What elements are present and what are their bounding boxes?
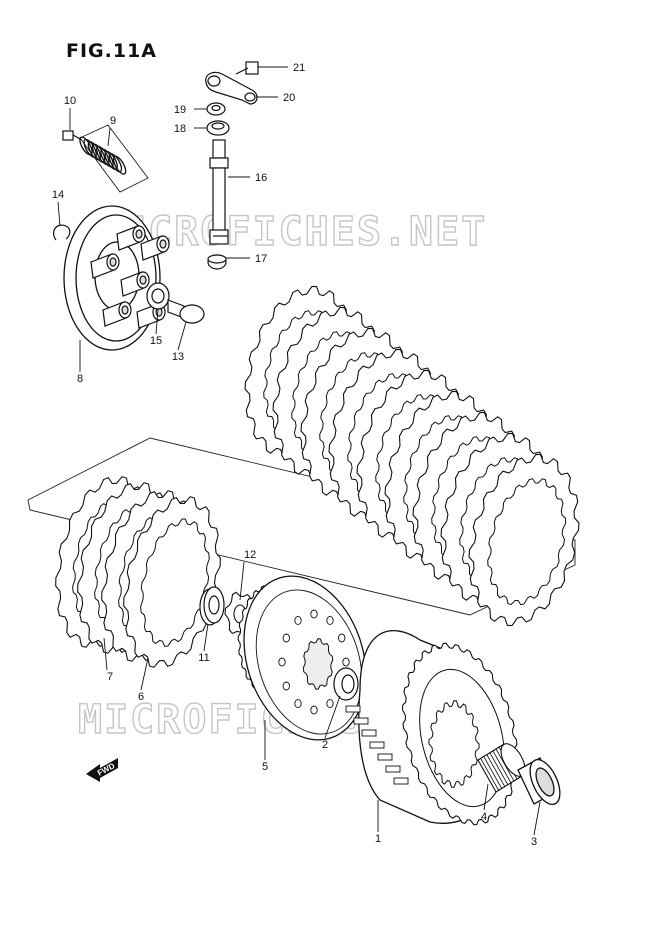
clutch-sleeve-hub bbox=[237, 575, 367, 741]
plate-stack bbox=[244, 285, 580, 627]
leader-line bbox=[57, 201, 61, 227]
callout-number: 19 bbox=[174, 104, 186, 116]
friction-plate bbox=[123, 496, 221, 668]
figure-title: FIG.11A bbox=[66, 40, 158, 62]
spacer bbox=[517, 757, 561, 805]
callout-number: 8 bbox=[77, 373, 83, 385]
fwd-arrow-icon: FWD bbox=[86, 758, 118, 782]
callout-drive-plate: 6 bbox=[138, 657, 149, 703]
callout-release-bearing: 15 bbox=[150, 308, 162, 347]
lower-plate-group bbox=[55, 476, 221, 668]
callout-oil-seal: 18 bbox=[174, 123, 207, 135]
callout-clutch-spring: 9 bbox=[107, 115, 116, 147]
callout-number: 6 bbox=[138, 691, 144, 703]
callout-release-shaft: 16 bbox=[228, 172, 267, 184]
release-bearing bbox=[146, 282, 170, 310]
callout-spring-bolt: 10 bbox=[64, 95, 76, 130]
callout-circlip: 14 bbox=[52, 189, 64, 227]
callout-hub-nut: 11 bbox=[198, 623, 210, 664]
callout-washer: 19 bbox=[174, 104, 207, 116]
callout-number: 15 bbox=[150, 335, 162, 347]
oil-seal bbox=[206, 120, 230, 136]
spring-bolt bbox=[62, 130, 83, 141]
plate-set-box bbox=[27, 437, 576, 616]
callout-spacer: 3 bbox=[531, 801, 541, 848]
leader-line bbox=[155, 308, 159, 335]
leader-line bbox=[107, 127, 111, 147]
release-rod bbox=[167, 299, 205, 324]
callout-number: 10 bbox=[64, 95, 76, 107]
washer bbox=[206, 102, 226, 116]
release-arm bbox=[205, 71, 258, 105]
callout-number: 7 bbox=[107, 671, 113, 683]
callout-driven-plate: 7 bbox=[103, 637, 113, 683]
leader-line bbox=[177, 321, 187, 351]
callout-number: 14 bbox=[52, 189, 64, 201]
callout-number: 20 bbox=[283, 92, 295, 104]
callout-pressure-plate: 8 bbox=[77, 340, 83, 385]
callout-number: 16 bbox=[255, 172, 267, 184]
lower-bushing bbox=[207, 254, 227, 270]
callout-number: 1 bbox=[375, 833, 381, 845]
leader-line bbox=[203, 623, 209, 652]
callout-needle-bearing: 4 bbox=[481, 783, 489, 823]
callout-clutch-sleeve-hub: 5 bbox=[262, 720, 268, 773]
callout-thrust-washer: 2 bbox=[322, 695, 341, 751]
callout-release-arm: 20 bbox=[256, 92, 295, 104]
leader-line bbox=[324, 695, 341, 739]
callout-lower-bushing: 17 bbox=[226, 253, 267, 265]
clutch-spring bbox=[79, 136, 127, 175]
callout-lock-washer: 12 bbox=[239, 549, 256, 601]
callout-number: 11 bbox=[198, 652, 209, 664]
leader-line bbox=[239, 561, 245, 601]
callout-number: 13 bbox=[172, 351, 184, 363]
callout-number: 12 bbox=[244, 549, 256, 561]
callout-number: 5 bbox=[262, 761, 268, 773]
spring-set-box bbox=[79, 124, 149, 193]
release-shaft bbox=[209, 139, 229, 245]
callout-number: 18 bbox=[174, 123, 186, 135]
pressure-plate-bosses bbox=[90, 225, 170, 329]
leader-line bbox=[103, 637, 108, 671]
callout-number: 9 bbox=[110, 115, 116, 127]
callout-arm-bolt: 21 bbox=[258, 62, 305, 74]
circlip bbox=[53, 224, 71, 241]
thrust-washer bbox=[333, 667, 359, 701]
leader-line bbox=[140, 657, 149, 691]
callout-clutch-housing: 1 bbox=[375, 800, 381, 845]
callout-number: 2 bbox=[322, 739, 328, 751]
clutch-housing bbox=[345, 630, 519, 826]
leader-line bbox=[533, 801, 541, 836]
callout-release-rod: 13 bbox=[172, 321, 187, 363]
arm-bolt bbox=[235, 61, 259, 75]
callout-number: 21 bbox=[293, 62, 305, 74]
callout-number: 4 bbox=[481, 811, 487, 823]
callout-number: 17 bbox=[255, 253, 267, 265]
hub-nut bbox=[199, 586, 225, 626]
leader-line bbox=[483, 783, 489, 811]
callout-number: 3 bbox=[531, 836, 537, 848]
steel-plate bbox=[468, 453, 580, 627]
